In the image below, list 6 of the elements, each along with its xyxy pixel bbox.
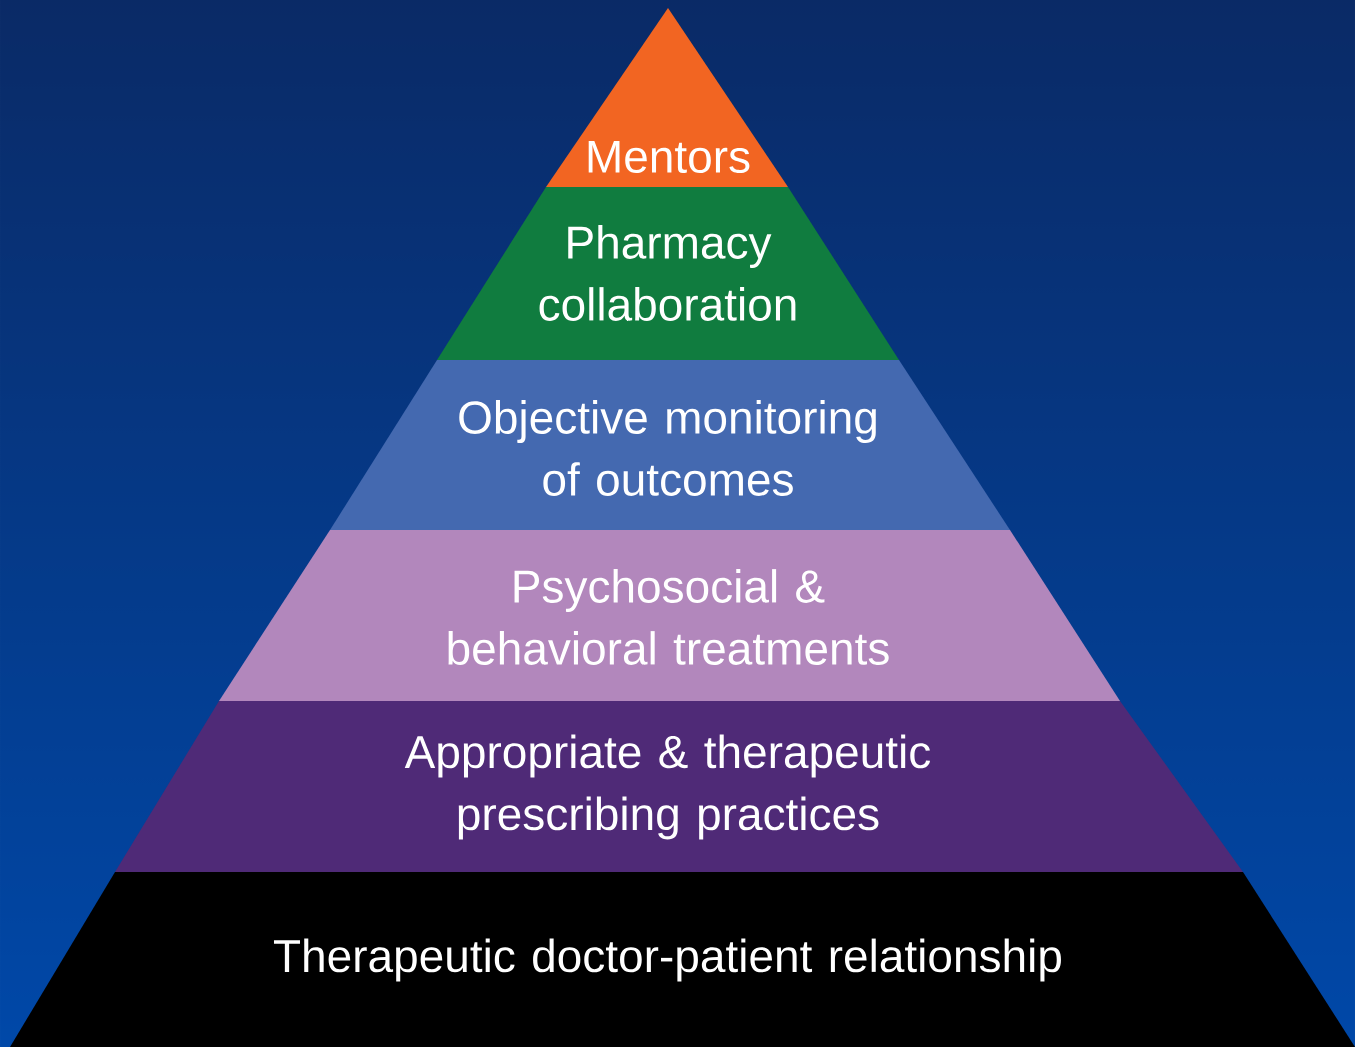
pyramid-level: Objective monitoring of outcomes bbox=[330, 360, 1010, 530]
pyramid-level: Appropriate & therapeutic prescribing practices bbox=[115, 701, 1243, 872]
pyramid-level: Pharmacy collaboration bbox=[437, 187, 899, 360]
pyramid-level: Mentors bbox=[546, 8, 788, 187]
pyramid-level: Therapeutic doctor-patient relationship bbox=[10, 872, 1355, 1047]
pyramid-level: Psychosocial & behavioral treatments bbox=[219, 530, 1120, 701]
